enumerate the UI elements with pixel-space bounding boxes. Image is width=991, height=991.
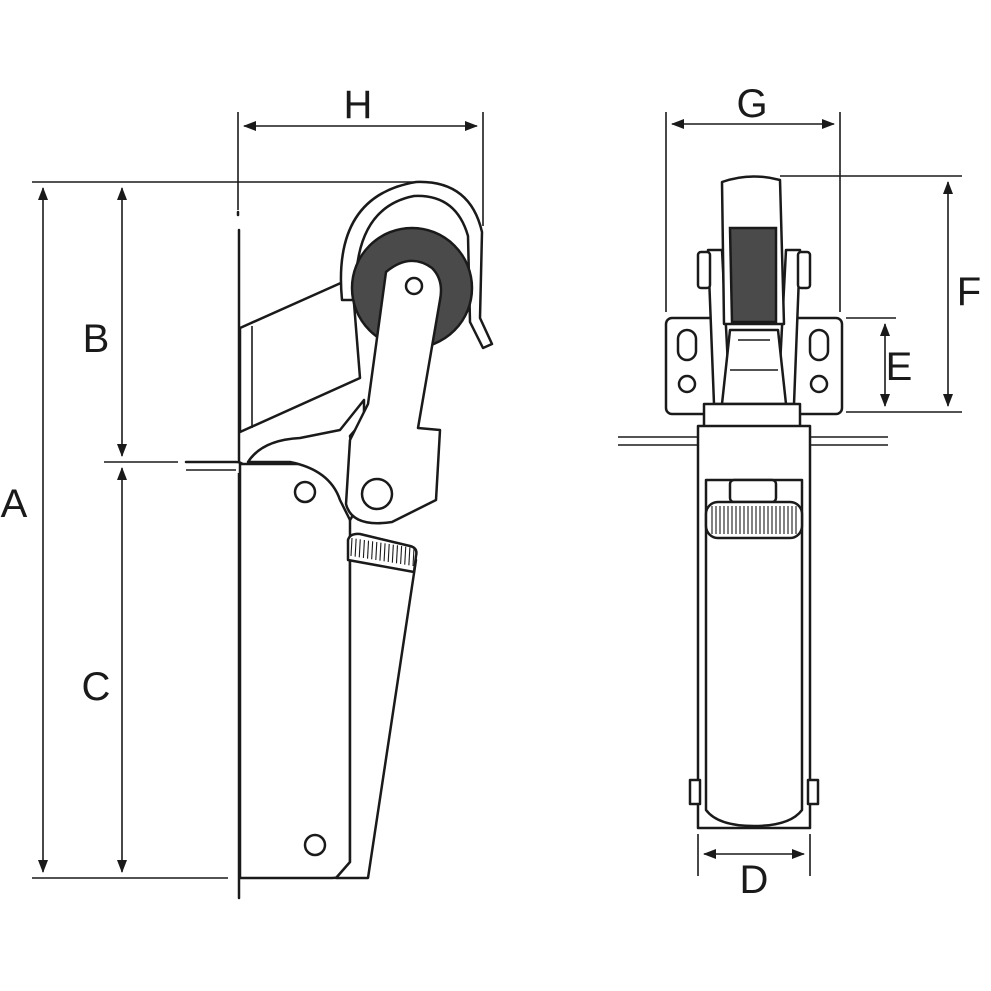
plate-slot-right xyxy=(808,328,830,362)
knurl-line xyxy=(400,545,403,565)
floor-tab xyxy=(184,460,250,477)
axle-cap-right xyxy=(796,250,812,290)
roller-hood xyxy=(339,180,494,350)
side-knurl-lines xyxy=(350,537,415,567)
knurled-adjuster xyxy=(346,532,418,574)
front-spring-tube xyxy=(704,478,804,828)
housing-hole-top xyxy=(293,480,317,504)
knurl-line xyxy=(383,543,386,562)
knurl-line xyxy=(395,545,399,564)
dimension-b-label: B xyxy=(83,317,110,361)
dimensions: A B C D E F G H xyxy=(1,82,982,902)
knurl-line xyxy=(371,541,374,560)
dimension-g-label: G xyxy=(736,82,767,126)
dimension-f-label: F xyxy=(957,270,981,314)
knurl-line xyxy=(358,539,361,558)
front-adjuster-stem xyxy=(728,478,778,504)
side-view xyxy=(184,180,494,900)
dimension-e-label: E xyxy=(886,345,913,389)
knurl-line xyxy=(391,544,394,563)
front-lug-left xyxy=(688,778,702,806)
knurl-line xyxy=(366,540,370,559)
dimension-h-label: H xyxy=(344,83,373,127)
knurl-line xyxy=(387,543,390,563)
front-roller xyxy=(728,226,778,324)
front-lug-right xyxy=(806,778,820,806)
dimension-d-label: D xyxy=(740,858,769,902)
knurl-line xyxy=(362,539,365,559)
plate-hole-left xyxy=(677,374,697,394)
lever-arm xyxy=(344,259,443,525)
knurl-line xyxy=(404,546,407,565)
knurl-line xyxy=(408,547,411,566)
knurl-line xyxy=(379,542,382,561)
housing-hole-bottom xyxy=(303,833,327,857)
plate-hole-right xyxy=(809,374,829,394)
front-view xyxy=(618,175,888,830)
front-knurled-adjuster xyxy=(704,500,804,540)
front-linkage-lines xyxy=(730,339,778,371)
main-pivot xyxy=(360,477,394,511)
dimension-a-label: A xyxy=(1,482,28,526)
front-linkage xyxy=(720,328,788,406)
knurl-line xyxy=(354,538,357,557)
dimension-c-label: C xyxy=(82,665,111,709)
roller-axle xyxy=(404,276,424,296)
main-housing xyxy=(238,462,352,880)
knurl-line xyxy=(350,537,353,557)
knurl-line xyxy=(412,547,415,567)
knurl-line xyxy=(375,541,378,561)
axle-cap-left xyxy=(696,250,712,290)
front-knurl-lines xyxy=(711,506,797,534)
back-bracket xyxy=(238,276,362,434)
plate-slot-left xyxy=(676,328,698,362)
